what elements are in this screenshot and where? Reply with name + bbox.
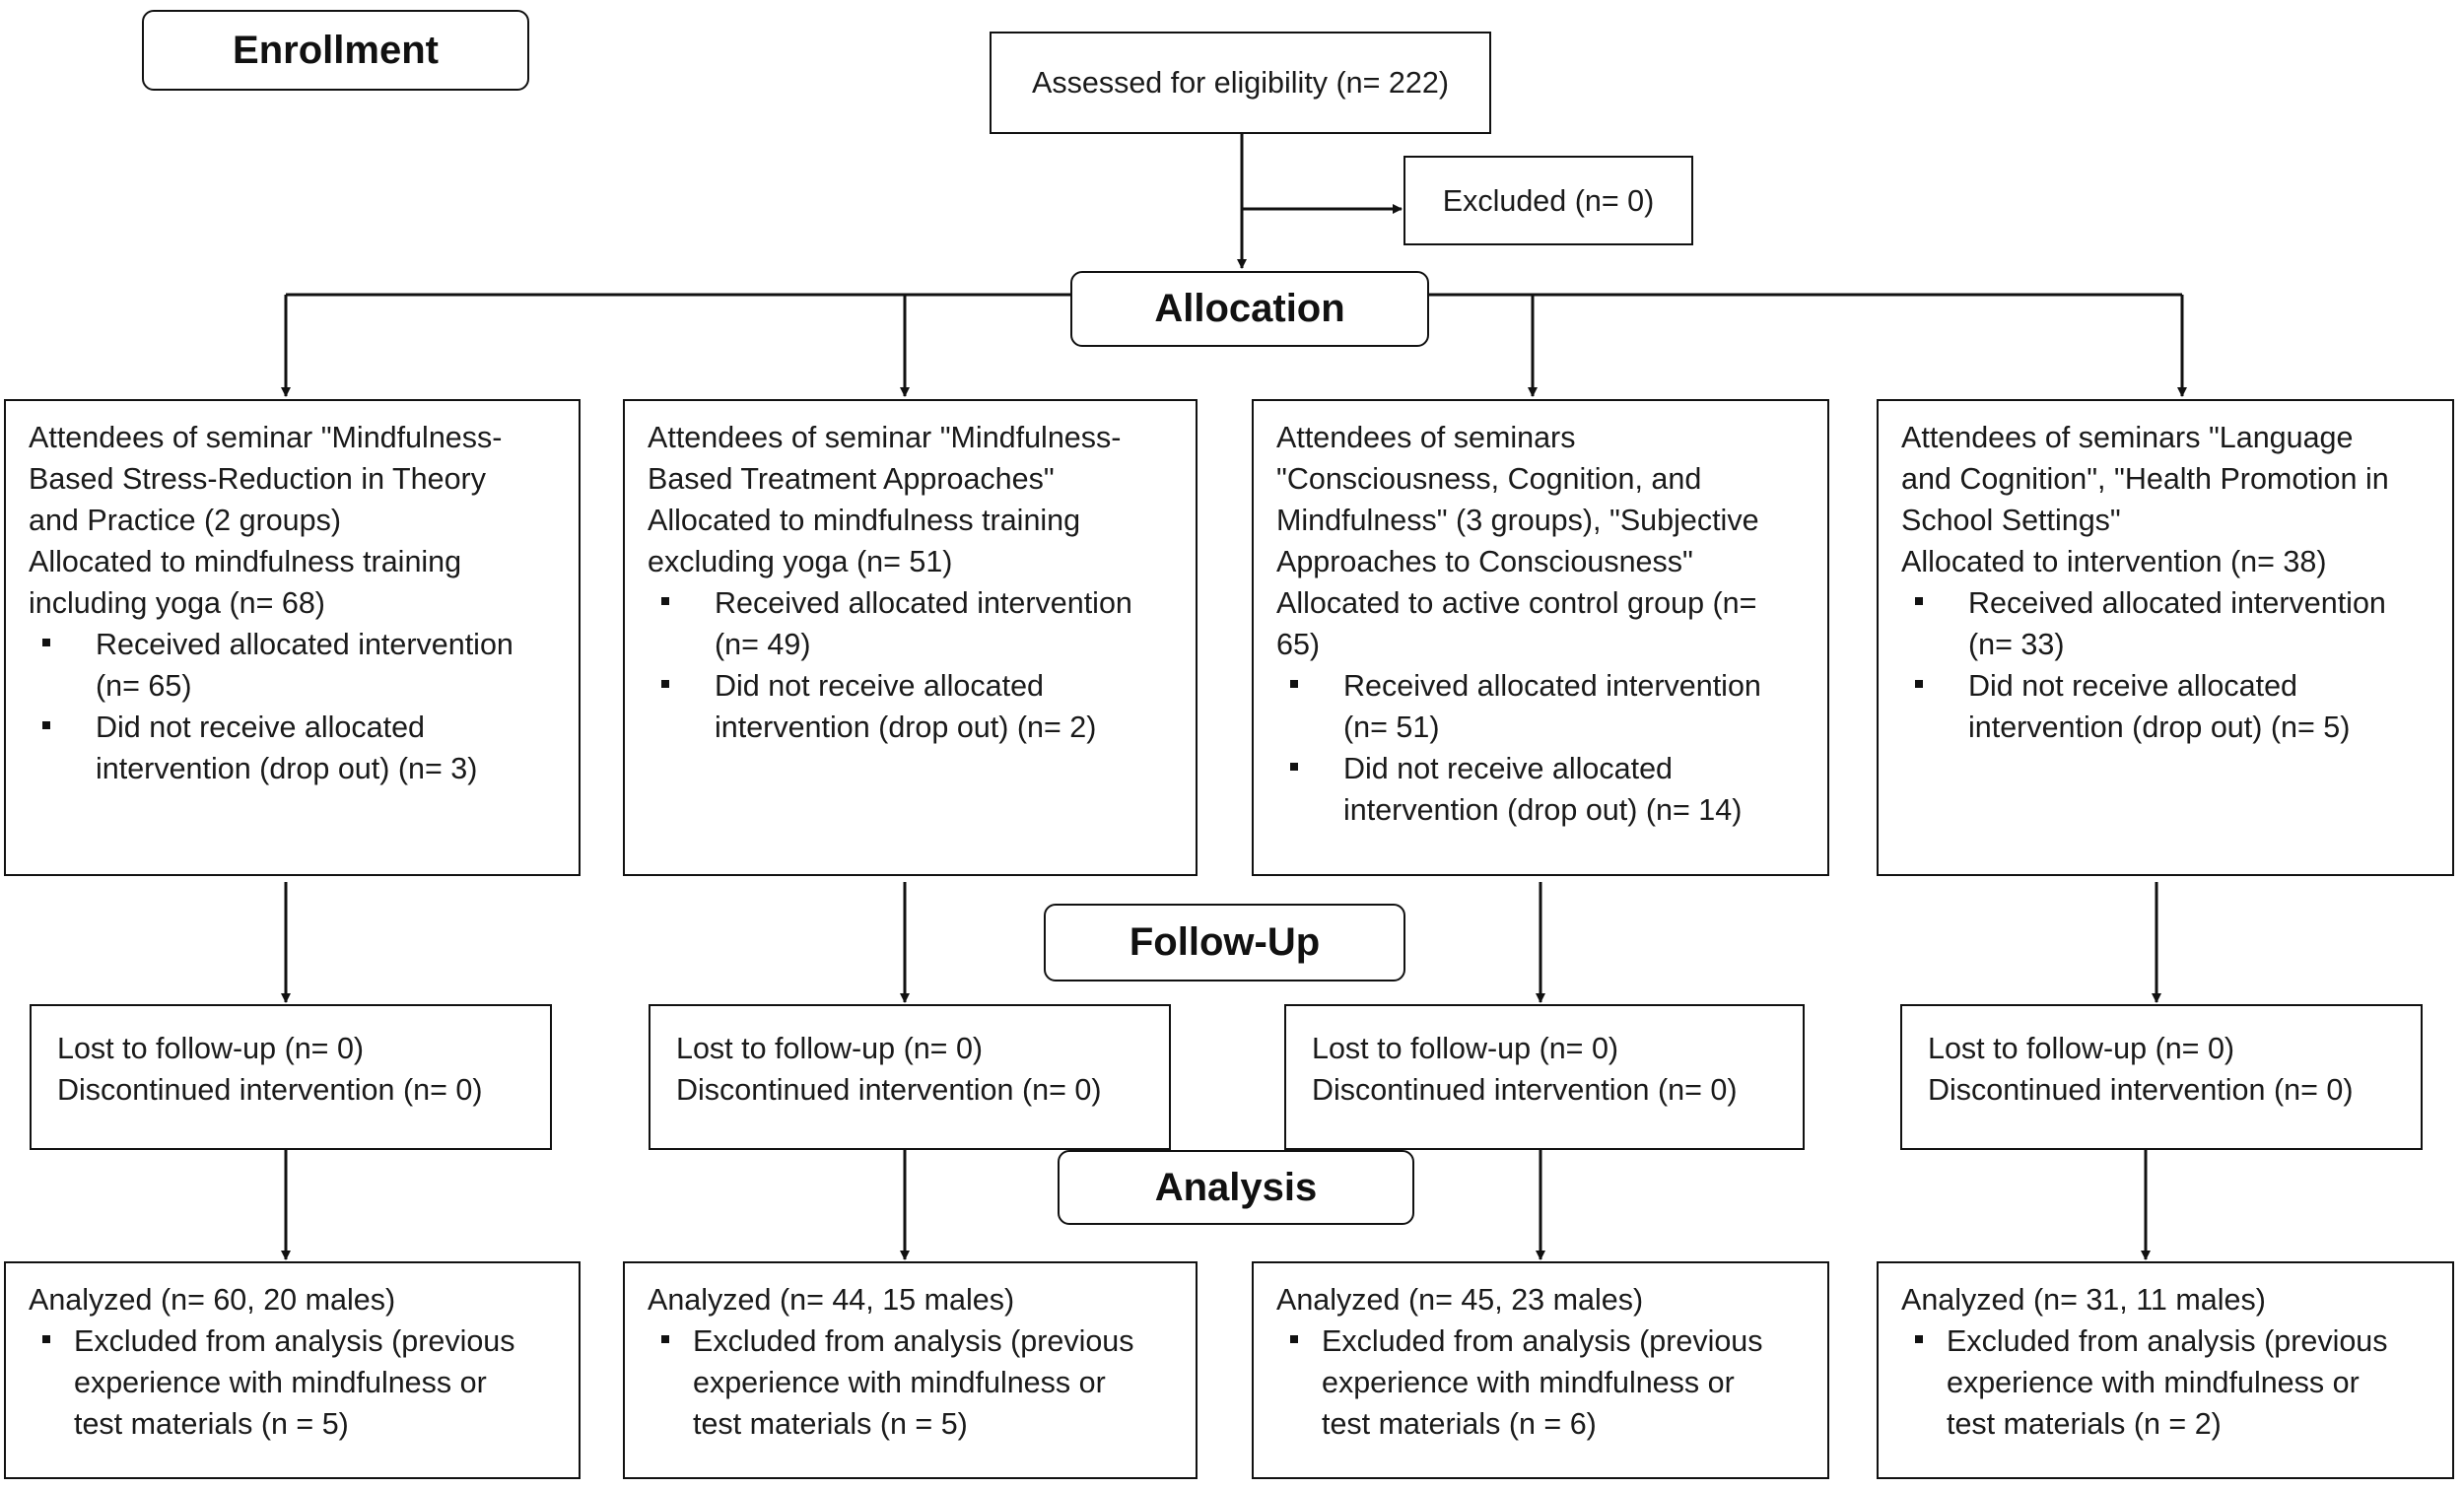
allocation-box-3: Attendees of seminars "Consciousness, Co… <box>1252 399 1829 876</box>
allocation-box-2: Attendees of seminar "Mindfulness- Based… <box>623 399 1198 876</box>
bullet-excluded-from-analysis: Excluded from analysis (previous experie… <box>1276 1320 1808 1445</box>
allocation-line: School Settings" <box>1901 504 2121 537</box>
analysis-box-1: Analyzed (n= 60, 20 males) Excluded from… <box>4 1261 581 1479</box>
bullet-received: Received allocated intervention (n= 65) <box>29 624 559 707</box>
bullet-received: Received allocated intervention (n= 33) <box>1901 582 2432 665</box>
allocation-line: excluding yoga (n= 51) <box>648 545 953 578</box>
allocation-line: Allocated to mindfulness training <box>648 504 1081 537</box>
allocation-line: and Practice (2 groups) <box>29 504 342 537</box>
analyzed-count: Analyzed (n= 44, 15 males) <box>648 1283 1015 1317</box>
lost-to-followup: Lost to follow-up (n= 0) <box>57 1032 365 1065</box>
lost-to-followup: Lost to follow-up (n= 0) <box>1928 1032 2235 1065</box>
assessed-text: Assessed for eligibility (n= 222) <box>1032 66 1449 100</box>
bullet-dropout: Did not receive allocated intervention (… <box>29 707 559 789</box>
stage-allocation-label: Allocation <box>1154 287 1345 330</box>
stage-enrollment: Enrollment <box>142 10 529 91</box>
bullet-dropout: Did not receive allocated intervention (… <box>648 665 1176 748</box>
bullet-excluded-from-analysis: Excluded from analysis (previous experie… <box>1901 1320 2432 1445</box>
allocation-line: Allocated to active control group (n= <box>1276 586 1757 620</box>
followup-box-4: Lost to follow-up (n= 0) Discontinued in… <box>1900 1004 2423 1150</box>
analysis-box-4: Analyzed (n= 31, 11 males) Excluded from… <box>1877 1261 2454 1479</box>
allocation-line: Allocated to mindfulness training <box>29 545 462 578</box>
bullet-received: Received allocated intervention (n= 49) <box>648 582 1176 665</box>
stage-enrollment-label: Enrollment <box>233 28 439 72</box>
allocation-line: Attendees of seminars <box>1276 421 1576 454</box>
allocation-box-4: Attendees of seminars "Language and Cogn… <box>1877 399 2454 876</box>
stage-follow-up: Follow-Up <box>1044 904 1405 981</box>
analysis-bullets: Excluded from analysis (previous experie… <box>1276 1320 1808 1445</box>
discontinued: Discontinued intervention (n= 0) <box>57 1073 483 1107</box>
allocation-line: Based Stress-Reduction in Theory <box>29 462 486 496</box>
analysis-bullets: Excluded from analysis (previous experie… <box>648 1320 1176 1445</box>
bullet-excluded-from-analysis: Excluded from analysis (previous experie… <box>29 1320 559 1445</box>
bullet-dropout: Did not receive allocated intervention (… <box>1901 665 2432 748</box>
allocation-line: Attendees of seminars "Language <box>1901 421 2354 454</box>
allocation-line: Attendees of seminar "Mindfulness- <box>29 421 503 454</box>
allocation-box-1: Attendees of seminar "Mindfulness- Based… <box>4 399 581 876</box>
stage-analysis-label: Analysis <box>1154 1165 1318 1209</box>
excluded-box: Excluded (n= 0) <box>1403 156 1693 245</box>
followup-box-1: Lost to follow-up (n= 0) Discontinued in… <box>30 1004 552 1150</box>
allocation-line: Mindfulness" (3 groups), "Subjective <box>1276 504 1759 537</box>
analysis-bullets: Excluded from analysis (previous experie… <box>1901 1320 2432 1445</box>
allocation-line: "Consciousness, Cognition, and <box>1276 462 1702 496</box>
allocation-line: Based Treatment Approaches" <box>648 462 1055 496</box>
stage-follow-up-label: Follow-Up <box>1129 920 1321 964</box>
stage-analysis: Analysis <box>1058 1150 1414 1225</box>
allocation-line: Approaches to Consciousness" <box>1276 545 1693 578</box>
allocation-line: 65) <box>1276 628 1321 661</box>
allocation-line: including yoga (n= 68) <box>29 586 325 620</box>
lost-to-followup: Lost to follow-up (n= 0) <box>1312 1032 1619 1065</box>
analyzed-count: Analyzed (n= 31, 11 males) <box>1901 1283 2266 1317</box>
followup-box-2: Lost to follow-up (n= 0) Discontinued in… <box>649 1004 1171 1150</box>
discontinued: Discontinued intervention (n= 0) <box>1312 1073 1738 1107</box>
bullet-received: Received allocated intervention (n= 51) <box>1276 665 1808 748</box>
allocation-line: Attendees of seminar "Mindfulness- <box>648 421 1122 454</box>
allocation-bullets: Received allocated intervention (n= 65) … <box>29 624 559 789</box>
discontinued: Discontinued intervention (n= 0) <box>1928 1073 2354 1107</box>
discontinued: Discontinued intervention (n= 0) <box>676 1073 1102 1107</box>
analysis-bullets: Excluded from analysis (previous experie… <box>29 1320 559 1445</box>
analyzed-count: Analyzed (n= 60, 20 males) <box>29 1283 396 1317</box>
stage-allocation: Allocation <box>1070 271 1429 347</box>
allocation-bullets: Received allocated intervention (n= 33) … <box>1901 582 2432 748</box>
bullet-dropout: Did not receive allocated intervention (… <box>1276 748 1808 831</box>
lost-to-followup: Lost to follow-up (n= 0) <box>676 1032 984 1065</box>
followup-box-3: Lost to follow-up (n= 0) Discontinued in… <box>1284 1004 1805 1150</box>
bullet-excluded-from-analysis: Excluded from analysis (previous experie… <box>648 1320 1176 1445</box>
allocation-line: Allocated to intervention (n= 38) <box>1901 545 2327 578</box>
assessed-box: Assessed for eligibility (n= 222) <box>990 32 1491 134</box>
allocation-bullets: Received allocated intervention (n= 49) … <box>648 582 1176 748</box>
analyzed-count: Analyzed (n= 45, 23 males) <box>1276 1283 1644 1317</box>
allocation-bullets: Received allocated intervention (n= 51) … <box>1276 665 1808 831</box>
excluded-text: Excluded (n= 0) <box>1442 183 1655 218</box>
allocation-line: and Cognition", "Health Promotion in <box>1901 462 2389 496</box>
analysis-box-2: Analyzed (n= 44, 15 males) Excluded from… <box>623 1261 1198 1479</box>
analysis-box-3: Analyzed (n= 45, 23 males) Excluded from… <box>1252 1261 1829 1479</box>
